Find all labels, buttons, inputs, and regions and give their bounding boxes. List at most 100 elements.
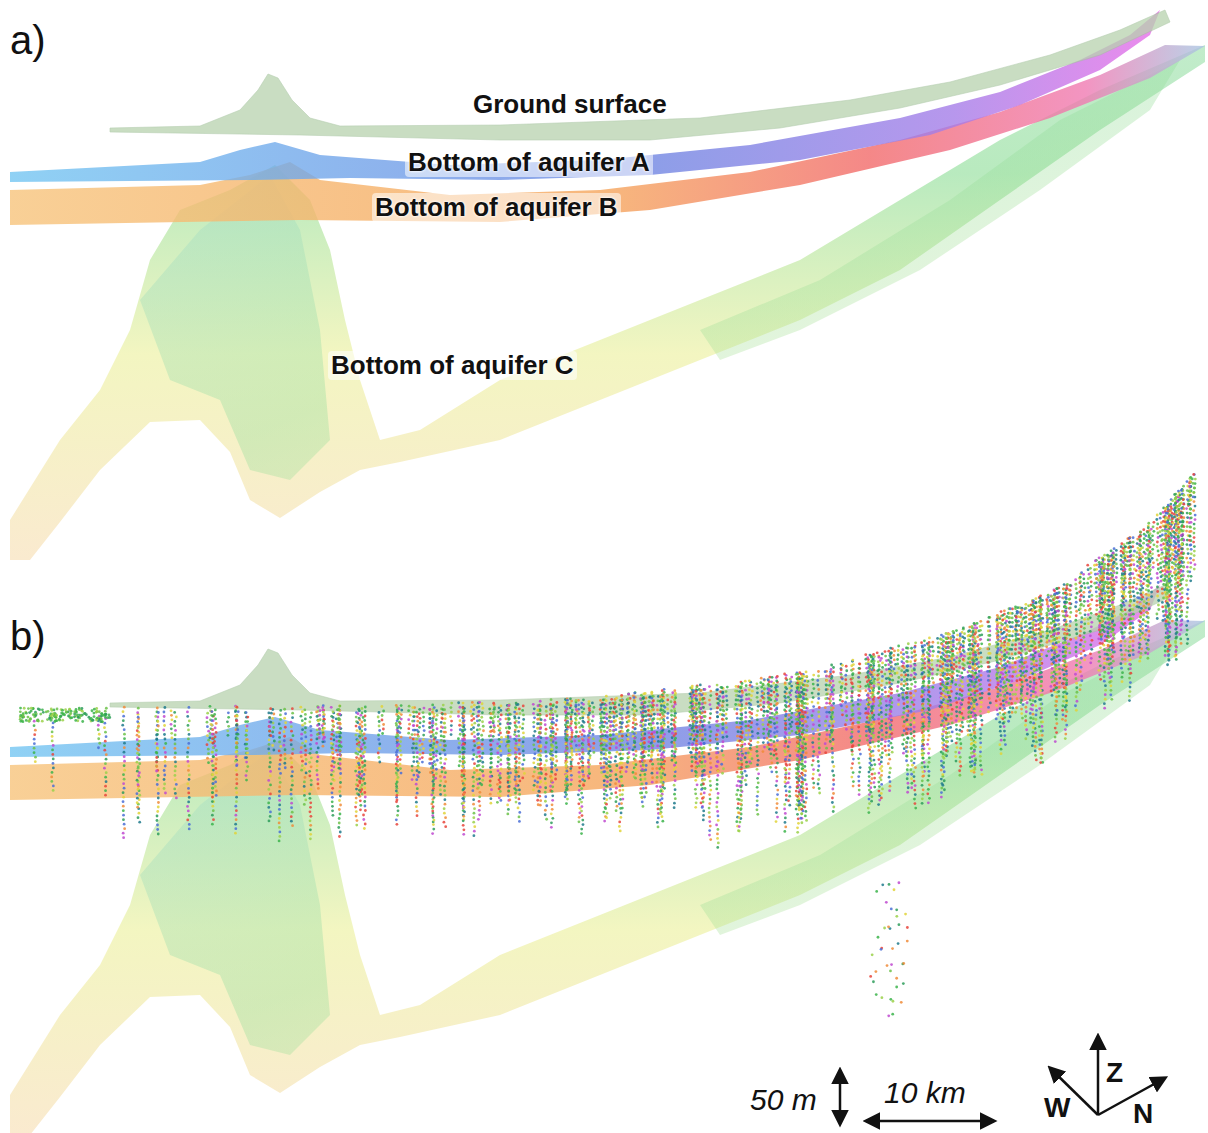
borehole-dot <box>932 650 935 653</box>
borehole-dot <box>811 701 814 704</box>
borehole-dot <box>356 819 359 822</box>
borehole-dot <box>245 779 248 782</box>
borehole-dot <box>709 780 712 783</box>
borehole-dot <box>1091 639 1094 642</box>
borehole-dot <box>788 718 791 721</box>
borehole-dot <box>828 679 831 682</box>
borehole-dot <box>592 724 595 727</box>
borehole-dot <box>472 816 475 819</box>
borehole-dot <box>472 780 475 783</box>
borehole-dot <box>951 708 954 711</box>
borehole-dot <box>784 780 787 783</box>
borehole-dot <box>300 755 303 758</box>
borehole-dot <box>830 704 833 707</box>
borehole-dot <box>1142 609 1145 612</box>
borehole-dot <box>1089 661 1092 664</box>
borehole-dot <box>305 758 308 761</box>
borehole-dot <box>1135 556 1138 559</box>
borehole-dot <box>651 767 654 770</box>
borehole-dot <box>1064 728 1067 731</box>
borehole-dot <box>570 740 573 743</box>
borehole-dot <box>1156 559 1159 562</box>
borehole-dot <box>299 706 302 709</box>
borehole-dot <box>1157 550 1160 553</box>
borehole-dot <box>618 789 621 792</box>
borehole-dot <box>640 694 643 697</box>
borehole-dot <box>788 714 791 717</box>
borehole-dot <box>708 802 711 805</box>
borehole-dot <box>783 672 786 675</box>
borehole-dot <box>416 810 419 813</box>
borehole-dot <box>300 746 303 749</box>
borehole-dot <box>788 777 791 780</box>
borehole-dot <box>396 749 399 752</box>
borehole-dot <box>1100 638 1103 641</box>
borehole-dot <box>828 724 831 727</box>
borehole-dot <box>592 715 595 718</box>
borehole-dot <box>962 667 965 670</box>
borehole-dot <box>577 802 580 805</box>
borehole-dot <box>1143 600 1146 603</box>
borehole-dot <box>1193 554 1196 557</box>
borehole-dot <box>1193 523 1196 526</box>
borehole-dot <box>354 806 357 809</box>
borehole-dot <box>709 694 712 697</box>
borehole-dot <box>395 794 398 797</box>
borehole-dot <box>303 709 306 712</box>
borehole-dot <box>245 734 248 737</box>
borehole-dot <box>1103 644 1106 647</box>
borehole-dot <box>670 723 673 726</box>
borehole-dot <box>849 718 852 721</box>
borehole-dot <box>651 772 654 775</box>
borehole-dot <box>950 713 953 716</box>
borehole-dot <box>1110 666 1113 669</box>
borehole-dot <box>784 722 787 725</box>
borehole-dot <box>1064 737 1067 740</box>
borehole-dot <box>891 737 894 740</box>
borehole-dot <box>304 745 307 748</box>
borehole-dot <box>497 711 500 714</box>
borehole-dot <box>1082 591 1085 594</box>
borehole-dot <box>709 789 712 792</box>
borehole-dot <box>303 803 306 806</box>
borehole-dot <box>490 788 493 791</box>
borehole-dot <box>395 767 398 770</box>
borehole-dot <box>1084 609 1087 612</box>
borehole-dot <box>396 823 399 826</box>
borehole-dot <box>635 768 638 771</box>
borehole-dot <box>788 732 791 735</box>
borehole-dot <box>609 788 612 791</box>
borehole-dot <box>603 784 606 787</box>
borehole-dot <box>811 737 814 740</box>
borehole-dot <box>812 750 815 753</box>
borehole-dot <box>829 740 832 743</box>
borehole-dot <box>578 789 581 792</box>
borehole-dot <box>1142 528 1145 531</box>
borehole-dot <box>245 774 248 777</box>
borehole-dot <box>473 767 476 770</box>
borehole-dot <box>1156 514 1159 517</box>
borehole-dot <box>671 759 674 762</box>
borehole-dot <box>413 733 416 736</box>
borehole-dot <box>1157 604 1160 607</box>
borehole-dot <box>33 724 36 727</box>
borehole-dot <box>1035 759 1038 762</box>
borehole-dot <box>891 751 894 754</box>
borehole-dot <box>691 769 694 772</box>
borehole-dot <box>673 689 676 692</box>
borehole-dot <box>1156 586 1159 589</box>
borehole-dot <box>1109 684 1112 687</box>
borehole-dot <box>1083 600 1086 603</box>
borehole-dot <box>828 684 831 687</box>
borehole-dot <box>1142 582 1145 585</box>
borehole-dot <box>1018 642 1021 645</box>
borehole-dot <box>671 691 674 694</box>
borehole-dot <box>1136 592 1139 595</box>
borehole-dot <box>592 751 595 754</box>
borehole-dot <box>784 704 787 707</box>
borehole-dot <box>671 736 674 739</box>
borehole-dot <box>708 726 711 729</box>
borehole-dot <box>671 727 674 730</box>
borehole-dot <box>1141 560 1144 563</box>
borehole-dot <box>1083 622 1086 625</box>
